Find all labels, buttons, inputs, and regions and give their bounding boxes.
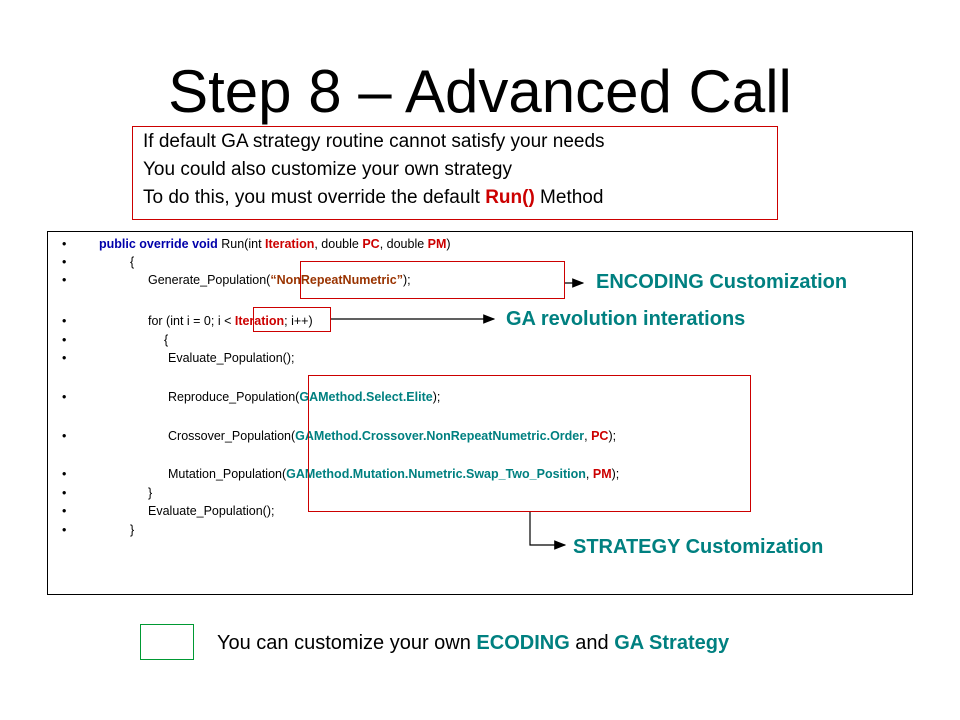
note-line-1: If default GA strategy routine cannot sa… <box>143 131 605 152</box>
note-line-2: You could also customize your own strate… <box>143 159 512 180</box>
bullet: • <box>62 237 67 251</box>
encoding-customization-label: ENCODING Customization <box>596 271 848 293</box>
code-listing: • public override void Run(int Iteration… <box>47 231 913 595</box>
encoding-highlight-box <box>300 261 565 299</box>
strategy-customization-label: STRATEGY Customization <box>573 536 824 558</box>
legend-box <box>140 624 194 660</box>
footer-text: You can customize your own ECODING and G… <box>217 632 730 654</box>
iteration-highlight-box <box>253 307 331 332</box>
run-method-highlight: Run() <box>485 187 535 208</box>
ga-iterations-label: GA revolution interations <box>506 308 746 330</box>
note-line-3: To do this, you must override the defaul… <box>143 187 604 208</box>
slide-title: Step 8 – Advanced Call <box>168 58 792 125</box>
strategy-arrow <box>529 512 567 550</box>
note-box: If default GA strategy routine cannot sa… <box>132 126 778 220</box>
strategy-highlight-box <box>308 375 751 512</box>
